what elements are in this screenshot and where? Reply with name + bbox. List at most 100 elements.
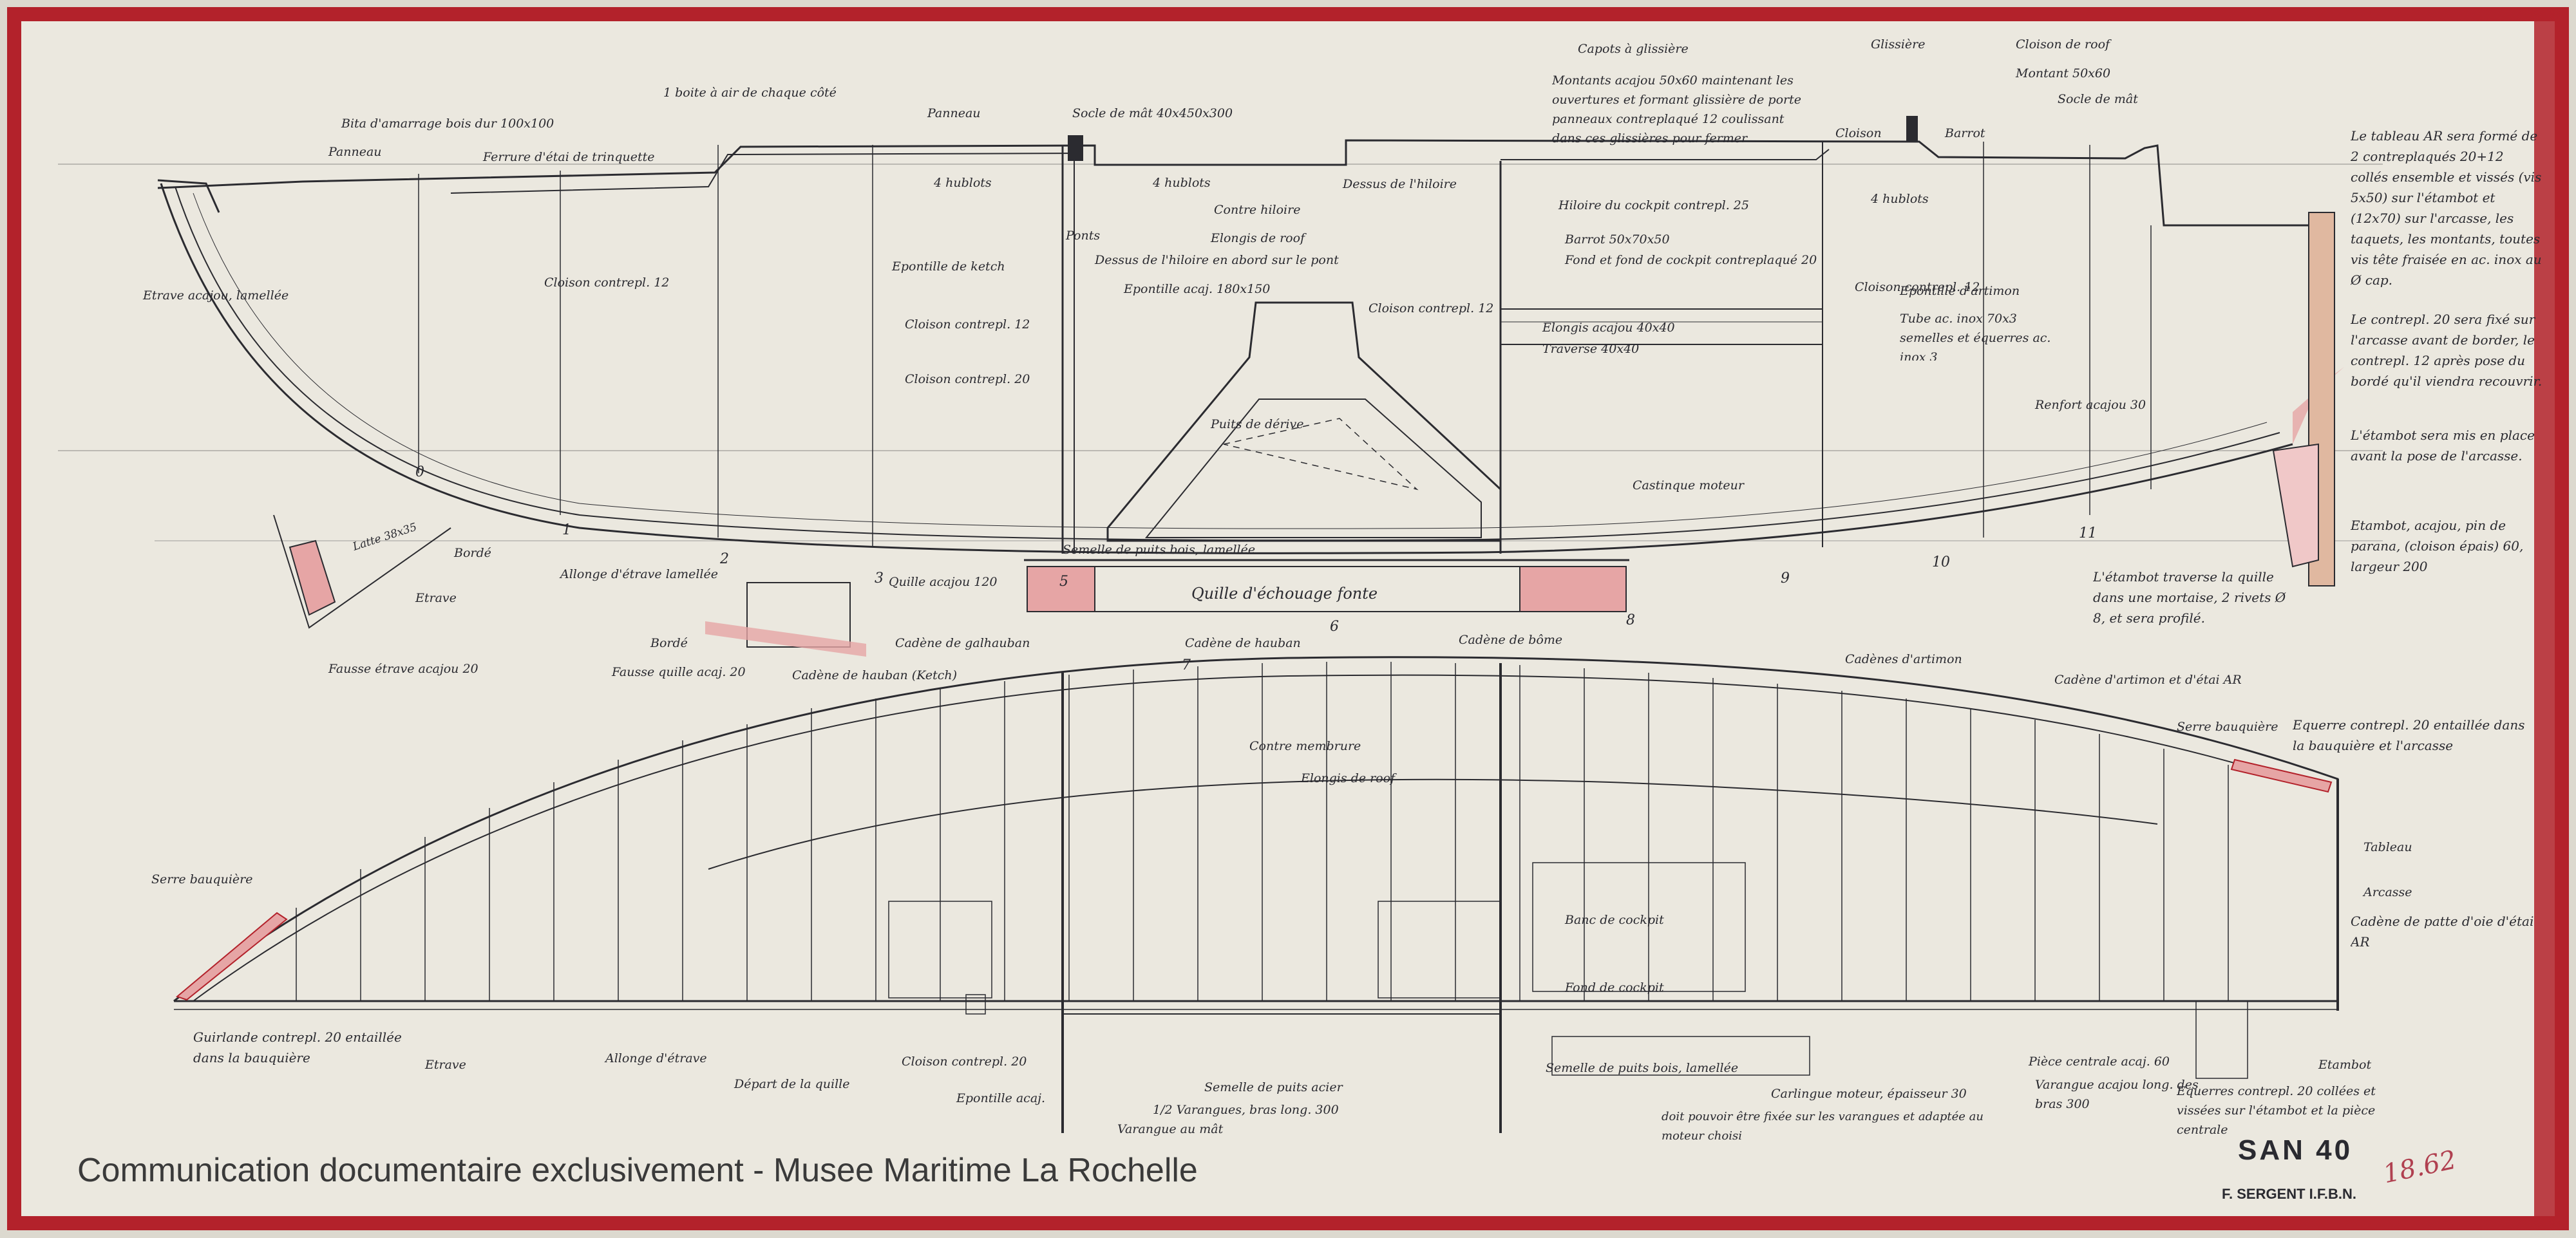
paper <box>14 14 2562 1223</box>
annotation: 4 hublots <box>933 176 992 190</box>
annotation: Serre bauquière <box>151 872 252 886</box>
annotation: Tube ac. inox 70x3 semelles et équerres … <box>1900 312 2051 361</box>
station-number: 0 <box>415 464 424 480</box>
annotation: Epontille acaj. <box>956 1091 1045 1105</box>
station-number: 1 <box>562 522 571 538</box>
annotation: Quille d'échouage fonte <box>1191 585 1378 603</box>
annotation: Départ de la quille <box>734 1077 850 1091</box>
annotation: Varangue au mât <box>1117 1122 1224 1136</box>
annotation: Dessus de l'hiloire <box>1342 177 1457 191</box>
annotation: Etrave acajou, lamellée <box>142 288 289 303</box>
annotation: Cloison contrepl. 12 <box>905 317 1030 332</box>
station-number: 3 <box>875 570 884 586</box>
annotation: Semelle de puits bois, lamellée <box>1546 1061 1738 1075</box>
annotation: Equerres contrepl. 20 collées et vissées… <box>2177 1084 2376 1137</box>
annotation: Barrot 50x70x50 <box>1564 232 1670 247</box>
annotation: Fausse étrave acajou 20 <box>328 662 478 676</box>
annotation: 1 boite à air de chaque côté <box>663 86 837 100</box>
annotation: Contre hiloire <box>1214 203 1300 217</box>
annotation: Quille acajou 120 <box>889 575 998 589</box>
annotation: Elongis acajou 40x40 <box>1542 321 1675 335</box>
annotation: Etambot <box>2318 1058 2371 1072</box>
plan-labels: Cadène de galhauban Cadène de hauban Cad… <box>151 633 2534 1143</box>
annotation: Etrave <box>415 591 457 605</box>
annotation: Barrot <box>1944 126 1985 140</box>
annotation: Cloison <box>1835 126 1882 140</box>
station-number: 7 <box>1182 657 1191 673</box>
annotation: Montants acajou 50x60 maintenant les ouv… <box>1552 73 1801 145</box>
annotation: Guirlande contrepl. 20 entaillée dans la… <box>193 1029 402 1065</box>
annotation: Elongis de roof <box>1300 771 1397 785</box>
annotation: Cloison contrepl. 12 <box>544 276 669 290</box>
profile-labels: 1 boite à air de chaque côté Bita d'amar… <box>142 37 2543 682</box>
station-number: 10 <box>1932 554 1950 570</box>
annotation: 1/2 Varangues, bras long. 300 <box>1153 1103 1339 1117</box>
annotation: Capots à glissière <box>1578 42 1689 56</box>
annotation: Glissière <box>1871 37 1925 52</box>
annotation: Semelle de puits bois, lamellée <box>1063 543 1255 557</box>
annotation: Cloison contrepl. 12 <box>1855 280 1980 294</box>
annotation: 4 hublots <box>1870 192 1929 206</box>
museum-credit: Communication documentaire exclusivement… <box>77 1152 1198 1189</box>
annotation: Allonge d'étrave <box>604 1051 707 1065</box>
annotation: Panneau <box>328 145 382 159</box>
annotation: 4 hublots <box>1152 176 1211 190</box>
annotation: Elongis de roof <box>1210 231 1307 245</box>
annotation: Le contrepl. 20 sera fixé sur l'arcasse … <box>2351 312 2543 389</box>
annotation: Cloison contrepl. 20 <box>905 372 1030 386</box>
annotation: Bordé <box>650 636 688 650</box>
annotation: Traverse 40x40 <box>1542 342 1639 356</box>
annotation: Etrave <box>424 1058 466 1072</box>
annotation: Arcasse <box>2362 885 2412 899</box>
annotation: Varangue acajou long. des bras 300 <box>2035 1078 2199 1111</box>
annotation: Cadènes d'artimon <box>1845 652 1962 666</box>
annotation: Ferrure d'étai de trinquette <box>482 150 655 164</box>
annotation: Fausse quille acaj. 20 <box>611 665 746 679</box>
annotation: Ponts <box>1065 229 1100 243</box>
red-frame <box>7 7 2569 1230</box>
annotation: Dessus de l'hiloire en abord sur le pont <box>1094 253 1339 267</box>
annotation: Epontille d'artimon <box>1899 284 2020 298</box>
annotation: doit pouvoir être fixée sur les varangue… <box>1662 1110 1984 1143</box>
annotation: Panneau <box>927 106 981 120</box>
annotation: Cadène de patte d'oie d'étai AR <box>2351 914 2534 950</box>
plan-view <box>173 656 2339 1133</box>
annotation: Socle de mât 40x450x300 <box>1072 106 1233 120</box>
draftsman-signature: F. SERGENT I.F.B.N. <box>2222 1186 2357 1202</box>
station-number: 8 <box>1626 612 1635 628</box>
annotation: Semelle de puits acier <box>1204 1080 1344 1094</box>
station-number: 2 <box>719 551 729 567</box>
annotation: Renfort acajou 30 <box>2034 398 2146 412</box>
annotation: Tableau <box>2363 840 2412 854</box>
annotation: Cloison contrepl. 12 <box>1368 301 1493 315</box>
station-number: 6 <box>1330 619 1339 635</box>
annotation: Epontille acaj. 180x150 <box>1123 282 1270 296</box>
annotation: Contre membrure <box>1249 739 1361 753</box>
annotation: Bita d'amarrage bois dur 100x100 <box>341 117 554 131</box>
annotation: Cadène d'artimon et d'étai AR <box>2054 673 2242 687</box>
annotation: Fond de cockpit <box>1564 980 1664 995</box>
annotation: Banc de cockpit <box>1564 913 1664 927</box>
annotation: Fond et fond de cockpit contreplaqué 20 <box>1564 253 1817 267</box>
station-numbers: 0 1 2 3 5 6 7 8 9 10 11 <box>415 464 2097 673</box>
annotation: Cadène de hauban <box>1185 636 1301 650</box>
annotation: Epontille de ketch <box>891 259 1005 274</box>
drawing-number: SAN 40 <box>2238 1134 2353 1166</box>
annotation: Pièce centrale acaj. 60 <box>2028 1055 2170 1069</box>
annotation: Cloison contrepl. 20 <box>902 1055 1027 1069</box>
annotation: Cadène de hauban (Ketch) <box>792 668 957 682</box>
annotation: Bordé <box>453 546 491 560</box>
annotation: Socle de mât <box>2058 92 2138 106</box>
station-number: 11 <box>2079 525 2097 541</box>
profile-view <box>58 116 2383 657</box>
annotation: Serre bauquière <box>2177 720 2278 734</box>
station-number: 5 <box>1059 574 1068 590</box>
annotation: L'étambot traverse la quille dans une mo… <box>2093 569 2286 626</box>
annotation: Le tableau AR sera formé de 2 contreplaq… <box>2351 128 2542 288</box>
annotation: Puits de dérive <box>1210 417 1304 431</box>
annotation: Carlingue moteur, épaisseur 30 <box>1771 1087 1967 1101</box>
annotation: Montant 50x60 <box>2015 66 2110 80</box>
annotation: Equerre contrepl. 20 entaillée dans la b… <box>2293 717 2525 753</box>
